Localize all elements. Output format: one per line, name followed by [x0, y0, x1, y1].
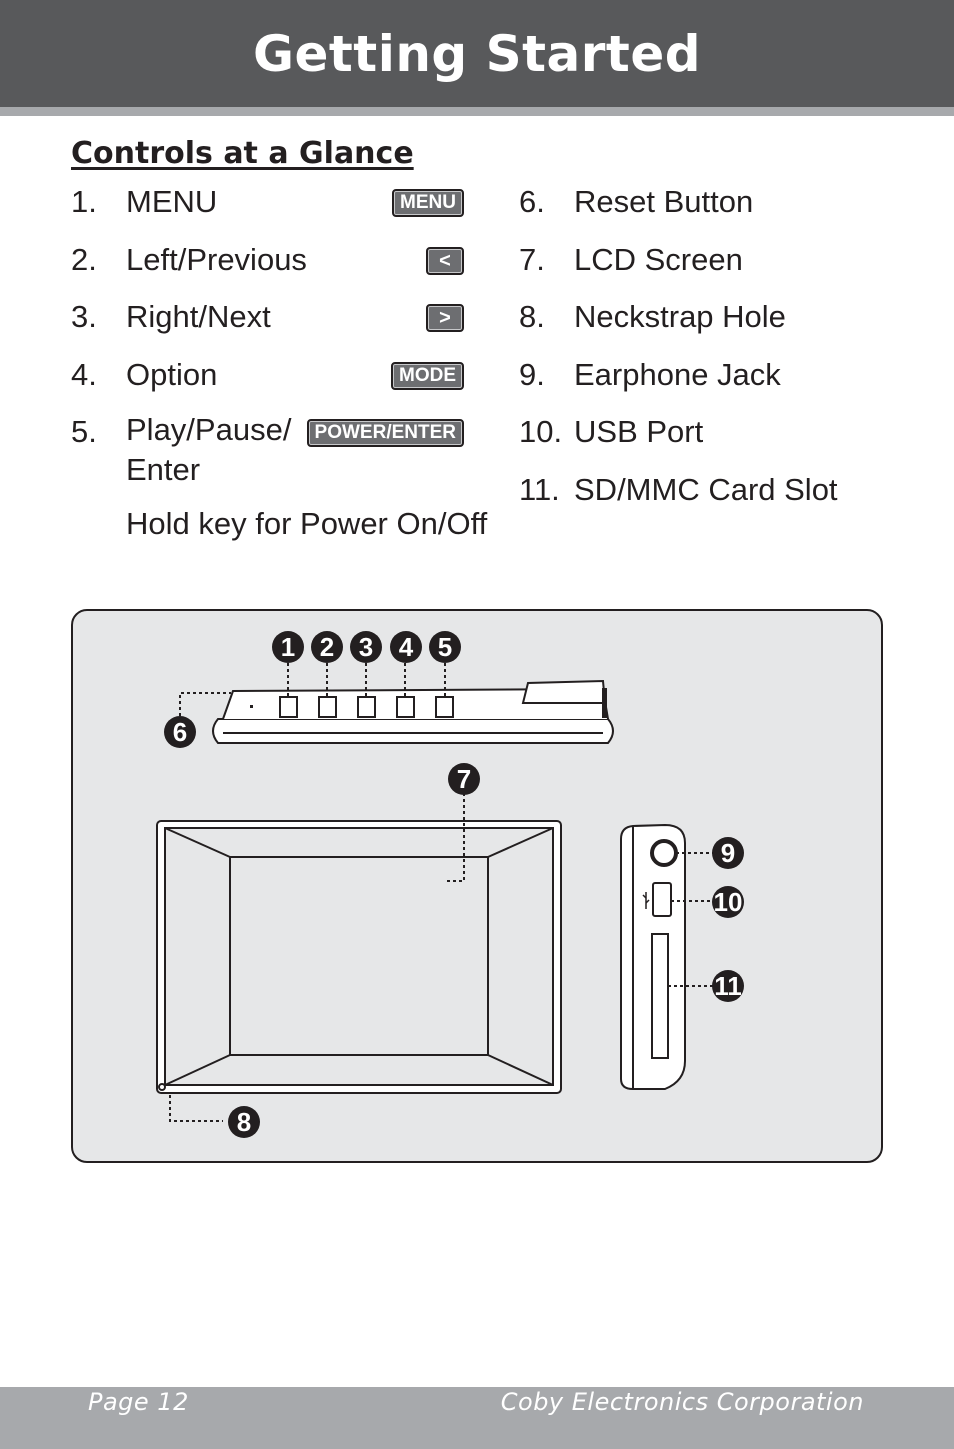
power-enter-key-icon: POWER/ENTER — [306, 419, 464, 447]
list-item-neckstrap-hole: 8. Neckstrap Hole — [519, 295, 939, 353]
item-number: 1. — [71, 184, 97, 219]
callout-2-icon: 2 — [311, 631, 343, 663]
item-label: SD/MMC Card Slot — [574, 471, 838, 507]
page-header: Getting Started — [0, 0, 954, 107]
device-diagram: 1 2 3 4 5 6 7 8 9 10 11 — [71, 609, 883, 1163]
mode-key-icon: MODE — [391, 361, 464, 390]
callout-4-icon: 4 — [390, 631, 422, 663]
list-item-menu: 1. MENU MENU — [71, 180, 466, 238]
list-item-usb-port: 10. USB Port — [519, 410, 939, 468]
list-item-sd-mmc-slot: 11. SD/MMC Card Slot — [519, 468, 939, 526]
menu-key-icon: MENU — [392, 189, 464, 217]
list-item-left-previous: 2. Left/Previous < — [71, 238, 466, 296]
section-title: Controls at a Glance — [71, 136, 414, 171]
item-number: 9. — [519, 356, 545, 392]
callout-6-icon: 6 — [164, 716, 196, 748]
svg-text:4: 4 — [399, 632, 414, 662]
item-label: Neckstrap Hole — [574, 299, 786, 334]
svg-text:10: 10 — [714, 887, 743, 917]
callout-layer: 1 2 3 4 5 6 7 8 9 10 11 — [164, 631, 744, 1138]
item-label: Left/Previous — [126, 241, 307, 277]
device-top-view — [212, 679, 614, 744]
device-side-view — [620, 823, 686, 1090]
callout-1-icon: 1 — [272, 631, 304, 663]
item-number: 6. — [519, 184, 545, 219]
item-number: 10. — [519, 414, 563, 449]
callout-9-icon: 9 — [712, 837, 744, 869]
svg-text:7: 7 — [457, 764, 471, 794]
left-arrow-key-icon: < — [426, 246, 464, 275]
list-item-play-pause-enter: 5. Play/Pause/ Enter POWER/ENTER — [71, 410, 466, 506]
controls-list-right: 6. Reset Button 7. LCD Screen 8. Neckstr… — [519, 180, 939, 525]
page-title: Getting Started — [252, 24, 702, 83]
side-leader-lines — [668, 852, 713, 987]
svg-text:9: 9 — [721, 838, 735, 868]
device-illustration — [156, 663, 713, 1122]
item-label: Option — [126, 356, 218, 392]
item-label: MENU — [126, 184, 218, 219]
item-number: 5. — [71, 414, 97, 449]
item-label: Reset Button — [574, 184, 754, 219]
svg-text:3: 3 — [359, 632, 373, 662]
lcd-leader-lines — [169, 793, 465, 1122]
callout-11-icon: 11 — [712, 970, 744, 1002]
top-leader-lines — [179, 663, 446, 716]
list-item-reset-button: 6. Reset Button — [519, 180, 939, 238]
usb-symbol-icon — [642, 892, 650, 909]
controls-list-left: 1. MENU MENU 2. Left/Previous < 3. Right… — [71, 180, 466, 506]
item-number: 7. — [519, 241, 545, 277]
right-arrow-key-icon: > — [426, 304, 464, 332]
svg-text:11: 11 — [714, 971, 742, 1001]
callout-8-icon: 8 — [228, 1106, 260, 1138]
svg-text:5: 5 — [438, 632, 452, 662]
callout-3-icon: 3 — [350, 631, 382, 663]
item-number: 4. — [71, 356, 97, 392]
svg-text:1: 1 — [281, 632, 295, 662]
list-item-lcd-screen: 7. LCD Screen — [519, 238, 939, 296]
item-number: 2. — [71, 241, 97, 277]
device-front-view — [156, 820, 562, 1094]
callout-7-icon: 7 — [448, 763, 480, 795]
header-band — [0, 107, 954, 116]
item-label: USB Port — [574, 414, 704, 449]
svg-text:8: 8 — [237, 1107, 251, 1137]
item-label: Play/Pause/ Enter — [126, 412, 292, 487]
company-name: Coby Electronics Corporation — [500, 1388, 864, 1416]
hold-key-note: Hold key for Power On/Off — [126, 506, 488, 541]
item-label: Earphone Jack — [574, 356, 781, 392]
list-item-earphone-jack: 9. Earphone Jack — [519, 353, 939, 411]
page-number: Page 12 — [88, 1388, 189, 1416]
list-item-option: 4. Option MODE — [71, 353, 466, 411]
item-number: 8. — [519, 299, 545, 334]
callout-10-icon: 10 — [712, 886, 744, 918]
item-number: 3. — [71, 299, 97, 334]
item-label: Right/Next — [126, 299, 271, 334]
svg-text:2: 2 — [320, 632, 334, 662]
item-number: 11. — [519, 471, 560, 507]
list-item-right-next: 3. Right/Next > — [71, 295, 466, 353]
page-footer: Page 12 Coby Electronics Corporation — [0, 1387, 954, 1449]
svg-text:6: 6 — [173, 717, 187, 747]
callout-5-icon: 5 — [429, 631, 461, 663]
item-label: LCD Screen — [574, 241, 743, 277]
